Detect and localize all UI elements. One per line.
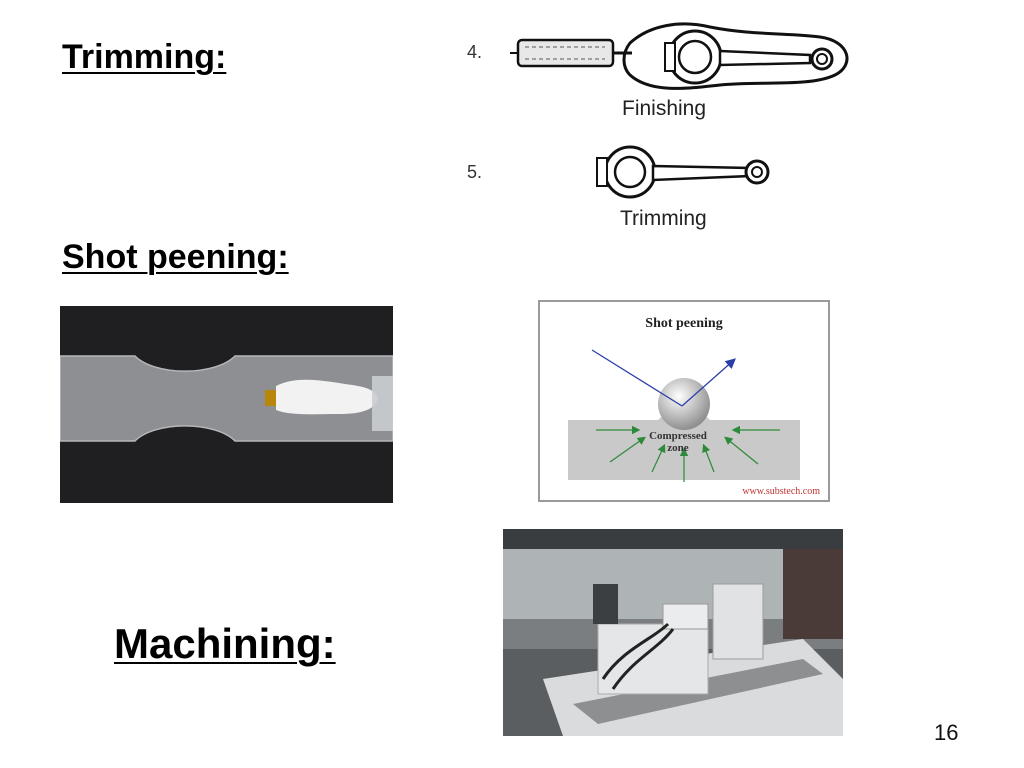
step-number-finishing: 4.	[467, 42, 483, 62]
heading-machining: Machining:	[114, 620, 336, 667]
diagram-source-url: www.substech.com	[742, 486, 820, 497]
diagram-graphic	[568, 349, 800, 482]
zone-label-line-1: Compressed	[649, 430, 707, 442]
compressed-zone-label: Compressed zone	[628, 430, 728, 454]
diagram-title: Shot peening	[645, 316, 723, 331]
machining-photo	[503, 529, 843, 736]
finishing-forging-image	[510, 22, 849, 90]
caption-finishing: Finishing	[622, 97, 707, 120]
heading-shot-peening: Shot peening:	[62, 238, 289, 276]
step-number-trimming: 5.	[467, 162, 483, 182]
trimming-forging-image	[596, 145, 770, 199]
shot-peening-diagram: Shot peening Compressed zone www.su	[538, 300, 830, 502]
heading-trimming: Trimming:	[62, 38, 227, 76]
zone-label-line-2: zone	[667, 442, 689, 454]
caption-trimming: Trimming	[620, 207, 707, 230]
page-number: 16	[934, 720, 959, 745]
shot-peening-specimen-photo	[60, 306, 393, 503]
